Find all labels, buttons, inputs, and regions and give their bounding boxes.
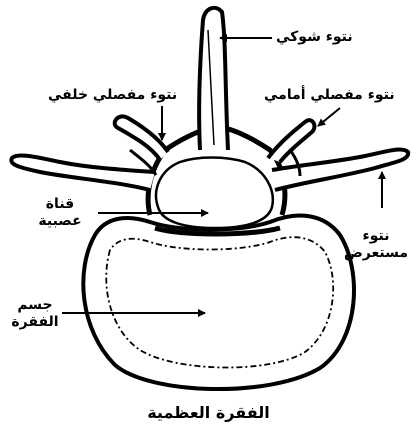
- label-vertebral-body: جسم الفقرة: [8, 297, 62, 331]
- right-transverse-process: [268, 120, 408, 190]
- left-transverse-process: [11, 116, 168, 190]
- diagram-caption: الفقرة العظمية: [0, 404, 417, 421]
- label-spinous-process: نتوء شوكي: [276, 29, 353, 46]
- label-body-line2: الفقرة: [8, 314, 62, 331]
- label-body-line1: جسم: [8, 297, 62, 314]
- label-inferior-articular: نتوء مفصلي خلفي: [48, 87, 177, 104]
- label-superior-articular: نتوء مفصلي أمامي: [264, 87, 395, 104]
- label-neural-canal-line1: قناة: [30, 196, 90, 213]
- arrow-superior-articular: [318, 108, 340, 126]
- label-transverse-line1: نتوء: [338, 228, 414, 245]
- vertebral-body: [83, 216, 354, 389]
- spinous-process-shape: [199, 8, 228, 150]
- label-transverse-process: نتوء مستعرض: [338, 228, 414, 262]
- label-neural-canal: قناة عصبية: [30, 196, 90, 230]
- label-neural-canal-line2: عصبية: [30, 213, 90, 230]
- label-transverse-line2: مستعرض: [338, 245, 414, 262]
